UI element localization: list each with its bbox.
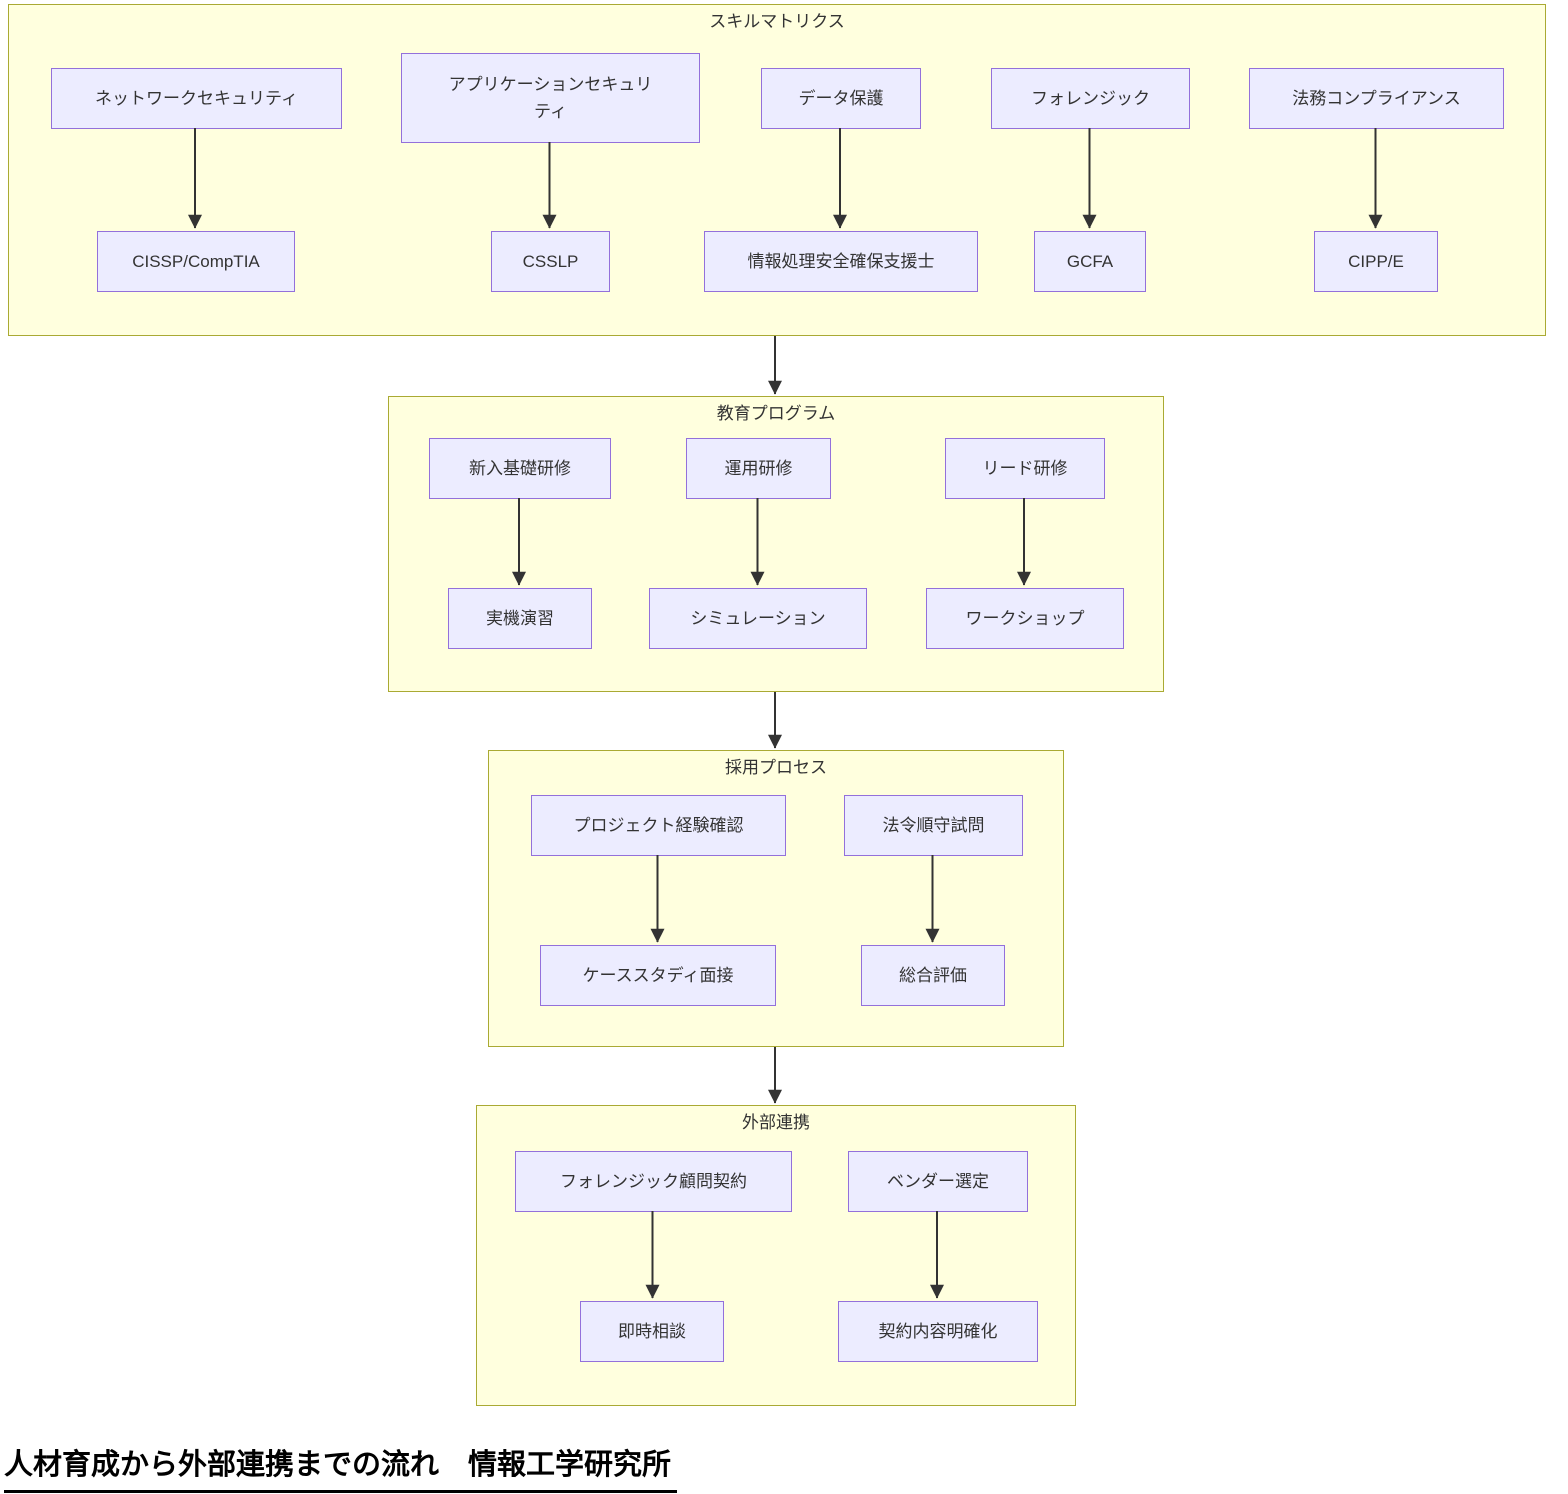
node-legal-compliance: 法務コンプライアンス — [1249, 68, 1504, 129]
node-csslp: CSSLP — [491, 231, 610, 292]
node-label: ケーススタディ面接 — [582, 966, 734, 985]
node-label: 運用研修 — [724, 459, 793, 478]
node-label: フォレンジック顧問契約 — [560, 1172, 747, 1191]
diagram-caption: 人材育成から外部連携までの流れ 情報工学研究所 — [4, 1441, 678, 1493]
cluster-skill-matrix-title: スキルマトリクス — [709, 12, 845, 31]
node-label: ワークショップ — [965, 609, 1085, 628]
node-label: データ保護 — [798, 89, 884, 108]
node-cissp-comptia: CISSP/CompTIA — [97, 231, 295, 292]
node-workshop: ワークショップ — [926, 588, 1124, 649]
node-label: アプリケーションセキュリティ — [448, 75, 653, 121]
node-compliance-examination: 法令順守試問 — [844, 795, 1023, 856]
node-lead-training: リード研修 — [945, 438, 1105, 499]
node-label: 即時相談 — [618, 1322, 686, 1341]
cluster-hiring-process-title: 採用プロセス — [725, 758, 827, 777]
node-vendor-selection: ベンダー選定 — [848, 1151, 1028, 1212]
node-label: 新入基礎研修 — [469, 459, 571, 478]
node-project-experience-check: プロジェクト経験確認 — [531, 795, 786, 856]
node-forensics: フォレンジック — [991, 68, 1190, 129]
node-label: ネットワークセキュリティ — [95, 89, 298, 108]
node-label: フォレンジック — [1031, 89, 1150, 108]
cluster-hiring-process: 採用プロセス プロジェクト経験確認 法令順守試問 ケーススタディ面接 総合評価 — [488, 750, 1064, 1047]
cluster-education-program: 教育プログラム 新入基礎研修 運用研修 リード研修 実機演習 シミュレーション … — [388, 396, 1164, 692]
node-contract-clarification: 契約内容明確化 — [838, 1301, 1038, 1362]
node-label: ベンダー選定 — [887, 1172, 989, 1191]
node-label: 法令順守試問 — [882, 816, 985, 835]
node-simulation: シミュレーション — [649, 588, 867, 649]
node-cipp-e: CIPP/E — [1314, 231, 1438, 292]
cluster-external-collaboration-title: 外部連携 — [742, 1113, 810, 1132]
node-label: CISSP/CompTIA — [132, 252, 260, 271]
node-forensic-advisor-contract: フォレンジック顧問契約 — [515, 1151, 792, 1212]
node-case-study-interview: ケーススタディ面接 — [540, 945, 776, 1006]
node-label: リード研修 — [982, 459, 1068, 478]
node-label: 総合評価 — [899, 966, 967, 985]
cluster-external-collaboration: 外部連携 フォレンジック顧問契約 ベンダー選定 即時相談 契約内容明確化 — [476, 1105, 1076, 1406]
node-label: 情報処理安全確保支援士 — [747, 252, 935, 271]
node-label: 法務コンプライアンス — [1292, 89, 1461, 108]
node-label: 契約内容明確化 — [878, 1322, 998, 1341]
node-label: 実機演習 — [486, 609, 554, 628]
node-label: GCFA — [1066, 252, 1114, 271]
node-hands-on-practice: 実機演習 — [448, 588, 592, 649]
node-newcomer-basic-training: 新入基礎研修 — [429, 438, 611, 499]
node-overall-evaluation: 総合評価 — [861, 945, 1005, 1006]
cluster-skill-matrix: スキルマトリクス ネットワークセキュリティ アプリケーションセキュリティ データ… — [8, 4, 1546, 336]
node-network-security: ネットワークセキュリティ — [51, 68, 342, 129]
node-immediate-consultation: 即時相談 — [580, 1301, 724, 1362]
node-label: プロジェクト経験確認 — [573, 816, 744, 835]
node-application-security: アプリケーションセキュリティ — [401, 53, 700, 143]
node-data-protection: データ保護 — [761, 68, 921, 129]
cluster-education-program-title: 教育プログラム — [716, 404, 836, 423]
node-label: CIPP/E — [1348, 252, 1404, 271]
node-label: シミュレーション — [690, 609, 826, 628]
node-sc-specialist: 情報処理安全確保支援士 — [704, 231, 978, 292]
node-gcfa: GCFA — [1034, 231, 1146, 292]
node-label: CSSLP — [522, 252, 579, 271]
node-operations-training: 運用研修 — [686, 438, 831, 499]
